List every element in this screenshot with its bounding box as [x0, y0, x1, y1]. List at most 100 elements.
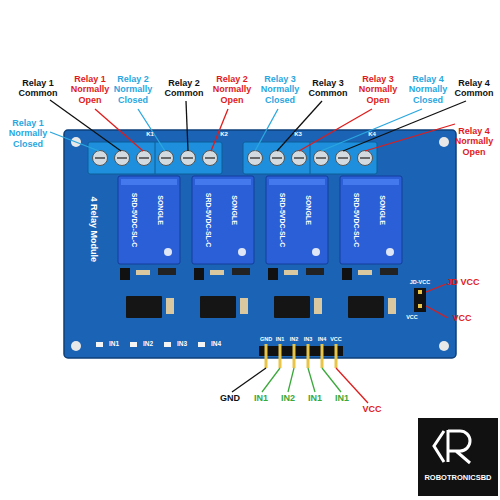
block-seam	[310, 142, 311, 174]
leader-line	[50, 100, 121, 151]
diode	[380, 268, 398, 275]
optocoupler	[274, 296, 310, 318]
terminal-callout: Relay 4 Normally Closed	[402, 74, 454, 105]
leader-line	[211, 109, 228, 151]
silkscreen-label: IN2	[138, 340, 158, 347]
resistor	[358, 270, 372, 275]
header-pin	[293, 344, 296, 368]
relay-marking: SRD-5VDC-SL-C	[204, 180, 212, 260]
silkscreen-label: GND	[258, 336, 274, 342]
header-pin	[321, 344, 324, 368]
relay-highlight	[269, 179, 325, 185]
leader-line	[426, 306, 448, 318]
pin-callout: IN1	[248, 393, 274, 403]
terminal-callout: Relay 1 Normally Open	[64, 74, 116, 105]
pcb-board	[64, 130, 456, 358]
leader-line	[232, 368, 266, 392]
terminal-callout: Relay 2 Normally Closed	[107, 74, 159, 105]
relay-highlight	[343, 179, 399, 185]
leader-line	[321, 109, 422, 151]
terminal-callout: Relay 3 Normally Closed	[254, 74, 306, 105]
diode	[158, 268, 176, 275]
header-pin	[265, 344, 268, 368]
pin-callout: JD VCC	[440, 277, 486, 287]
screw-slot	[95, 157, 370, 159]
leader-line	[343, 101, 466, 151]
leader-line	[95, 109, 143, 151]
relay-body	[192, 176, 254, 264]
header-base	[259, 346, 343, 356]
transistor	[120, 268, 130, 280]
silkscreen-label: K2	[214, 131, 234, 138]
leader-line	[50, 132, 99, 151]
diode	[232, 268, 250, 275]
leader-line	[255, 109, 278, 151]
ul-mark	[312, 248, 320, 256]
leader-line	[365, 124, 455, 151]
ul-mark	[238, 248, 246, 256]
logo-text: ROBOTRONICSBD	[418, 474, 498, 483]
optocoupler	[348, 296, 384, 318]
terminal-callout: Relay 2 Common	[160, 78, 208, 99]
leader-line	[426, 284, 446, 292]
resistor	[388, 298, 396, 314]
diode	[306, 268, 324, 275]
transistor	[194, 268, 204, 280]
terminal-block	[243, 142, 377, 174]
logo-symbol	[434, 430, 470, 463]
resistor	[284, 270, 298, 275]
terminal-screws	[93, 151, 373, 166]
optocoupler	[126, 296, 162, 318]
transistor	[268, 268, 278, 280]
relay-body	[118, 176, 180, 264]
leader-line	[138, 109, 165, 151]
silkscreen-label: IN3	[172, 340, 192, 347]
relay-marking: SONGLE	[304, 180, 312, 240]
relay-marking: SONGLE	[156, 180, 164, 240]
silkscreen-label: IN3	[301, 336, 315, 342]
leader-line	[262, 368, 280, 392]
mounting-hole	[71, 341, 81, 351]
resistor	[210, 270, 224, 275]
resistor	[314, 298, 322, 314]
optocoupler	[200, 296, 236, 318]
terminal-callout: Relay 2 Normally Open	[206, 74, 258, 105]
block-seam	[155, 142, 156, 174]
leader-line	[277, 101, 322, 151]
silkscreen-label: K1	[140, 131, 160, 138]
header-pin	[335, 344, 338, 368]
relay-body	[266, 176, 328, 264]
mounting-hole	[439, 137, 449, 147]
ul-mark	[164, 248, 172, 256]
relays	[118, 176, 402, 264]
terminal-callout: Relay 1 Common	[14, 78, 62, 99]
jumper-pin	[418, 290, 422, 294]
status-led	[198, 342, 205, 347]
ul-mark	[386, 248, 394, 256]
pin-callout: IN1	[329, 393, 355, 403]
header-pin	[307, 344, 310, 368]
silkscreen-label: K3	[288, 131, 308, 138]
resistor	[240, 298, 248, 314]
silkscreen-label: VCC	[329, 336, 343, 342]
leader-line	[288, 368, 294, 392]
silkscreen-label: IN2	[287, 336, 301, 342]
terminal-callout: Relay 1 Normally Closed	[2, 118, 54, 149]
terminal-callout: Relay 4 Normally Open	[448, 126, 500, 157]
leader-line	[186, 101, 188, 151]
transistor	[342, 268, 352, 280]
relay-marking: SRD-5VDC-SL-C	[278, 180, 286, 260]
leader-lines	[50, 100, 466, 403]
pin-callout: GND	[215, 393, 245, 403]
silkscreen-label: 4 Relay Module	[89, 184, 99, 274]
status-led	[96, 342, 103, 347]
pin-callout: IN1	[302, 393, 328, 403]
header-pin	[279, 344, 282, 368]
relay-marking: SRD-5VDC-SL-C	[130, 180, 138, 260]
resistor	[166, 298, 174, 314]
logo-badge	[418, 418, 498, 496]
silkscreen-label: IN1	[104, 340, 124, 347]
mounting-hole	[439, 341, 449, 351]
